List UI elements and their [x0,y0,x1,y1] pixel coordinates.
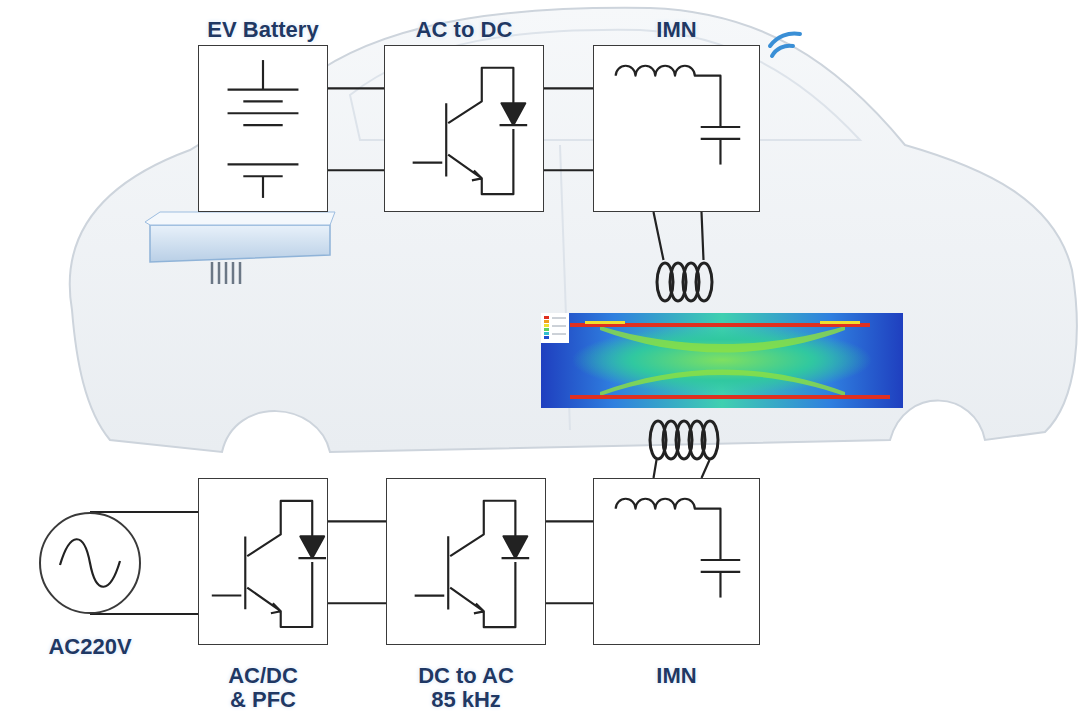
battery-symbol [199,46,327,211]
igbt-symbol [387,479,545,644]
block-label: AC/DC & PFC [222,664,304,712]
converter-box: AC to DC [384,45,544,212]
imn-box: IMN [593,45,760,212]
igbt-symbol [385,46,543,211]
sine-symbol [38,511,142,615]
battery-box: EV Battery [198,45,328,212]
wire [654,212,710,478]
pad-coil-leads [212,262,240,284]
receiver-pad-top [145,212,335,225]
block-label: AC220V [48,635,131,659]
wire [546,521,593,603]
imn-symbol [594,479,759,644]
field-plot [541,313,903,408]
igbt-symbol [199,479,327,644]
block-label: IMN [656,18,696,42]
wire [328,521,386,603]
block-label: EV Battery [207,18,318,42]
block-label: AC to DC [416,18,513,42]
wire [544,88,593,170]
imn-box: IMN [593,478,760,645]
imn-symbol [594,46,759,211]
converter-box: AC/DC & PFC [198,478,328,645]
transmitter-coil [650,421,718,459]
wire [328,88,384,170]
receiver-coil [657,263,712,301]
car-silhouette [70,8,1077,452]
block-label: DC to AC 85 kHz [414,664,518,712]
block-label: IMN [656,664,696,688]
wireless-icon [770,33,800,56]
ac-source: AC220V [38,511,142,615]
receiver-pad [150,225,330,262]
inverter-box: DC to AC 85 kHz [386,478,546,645]
